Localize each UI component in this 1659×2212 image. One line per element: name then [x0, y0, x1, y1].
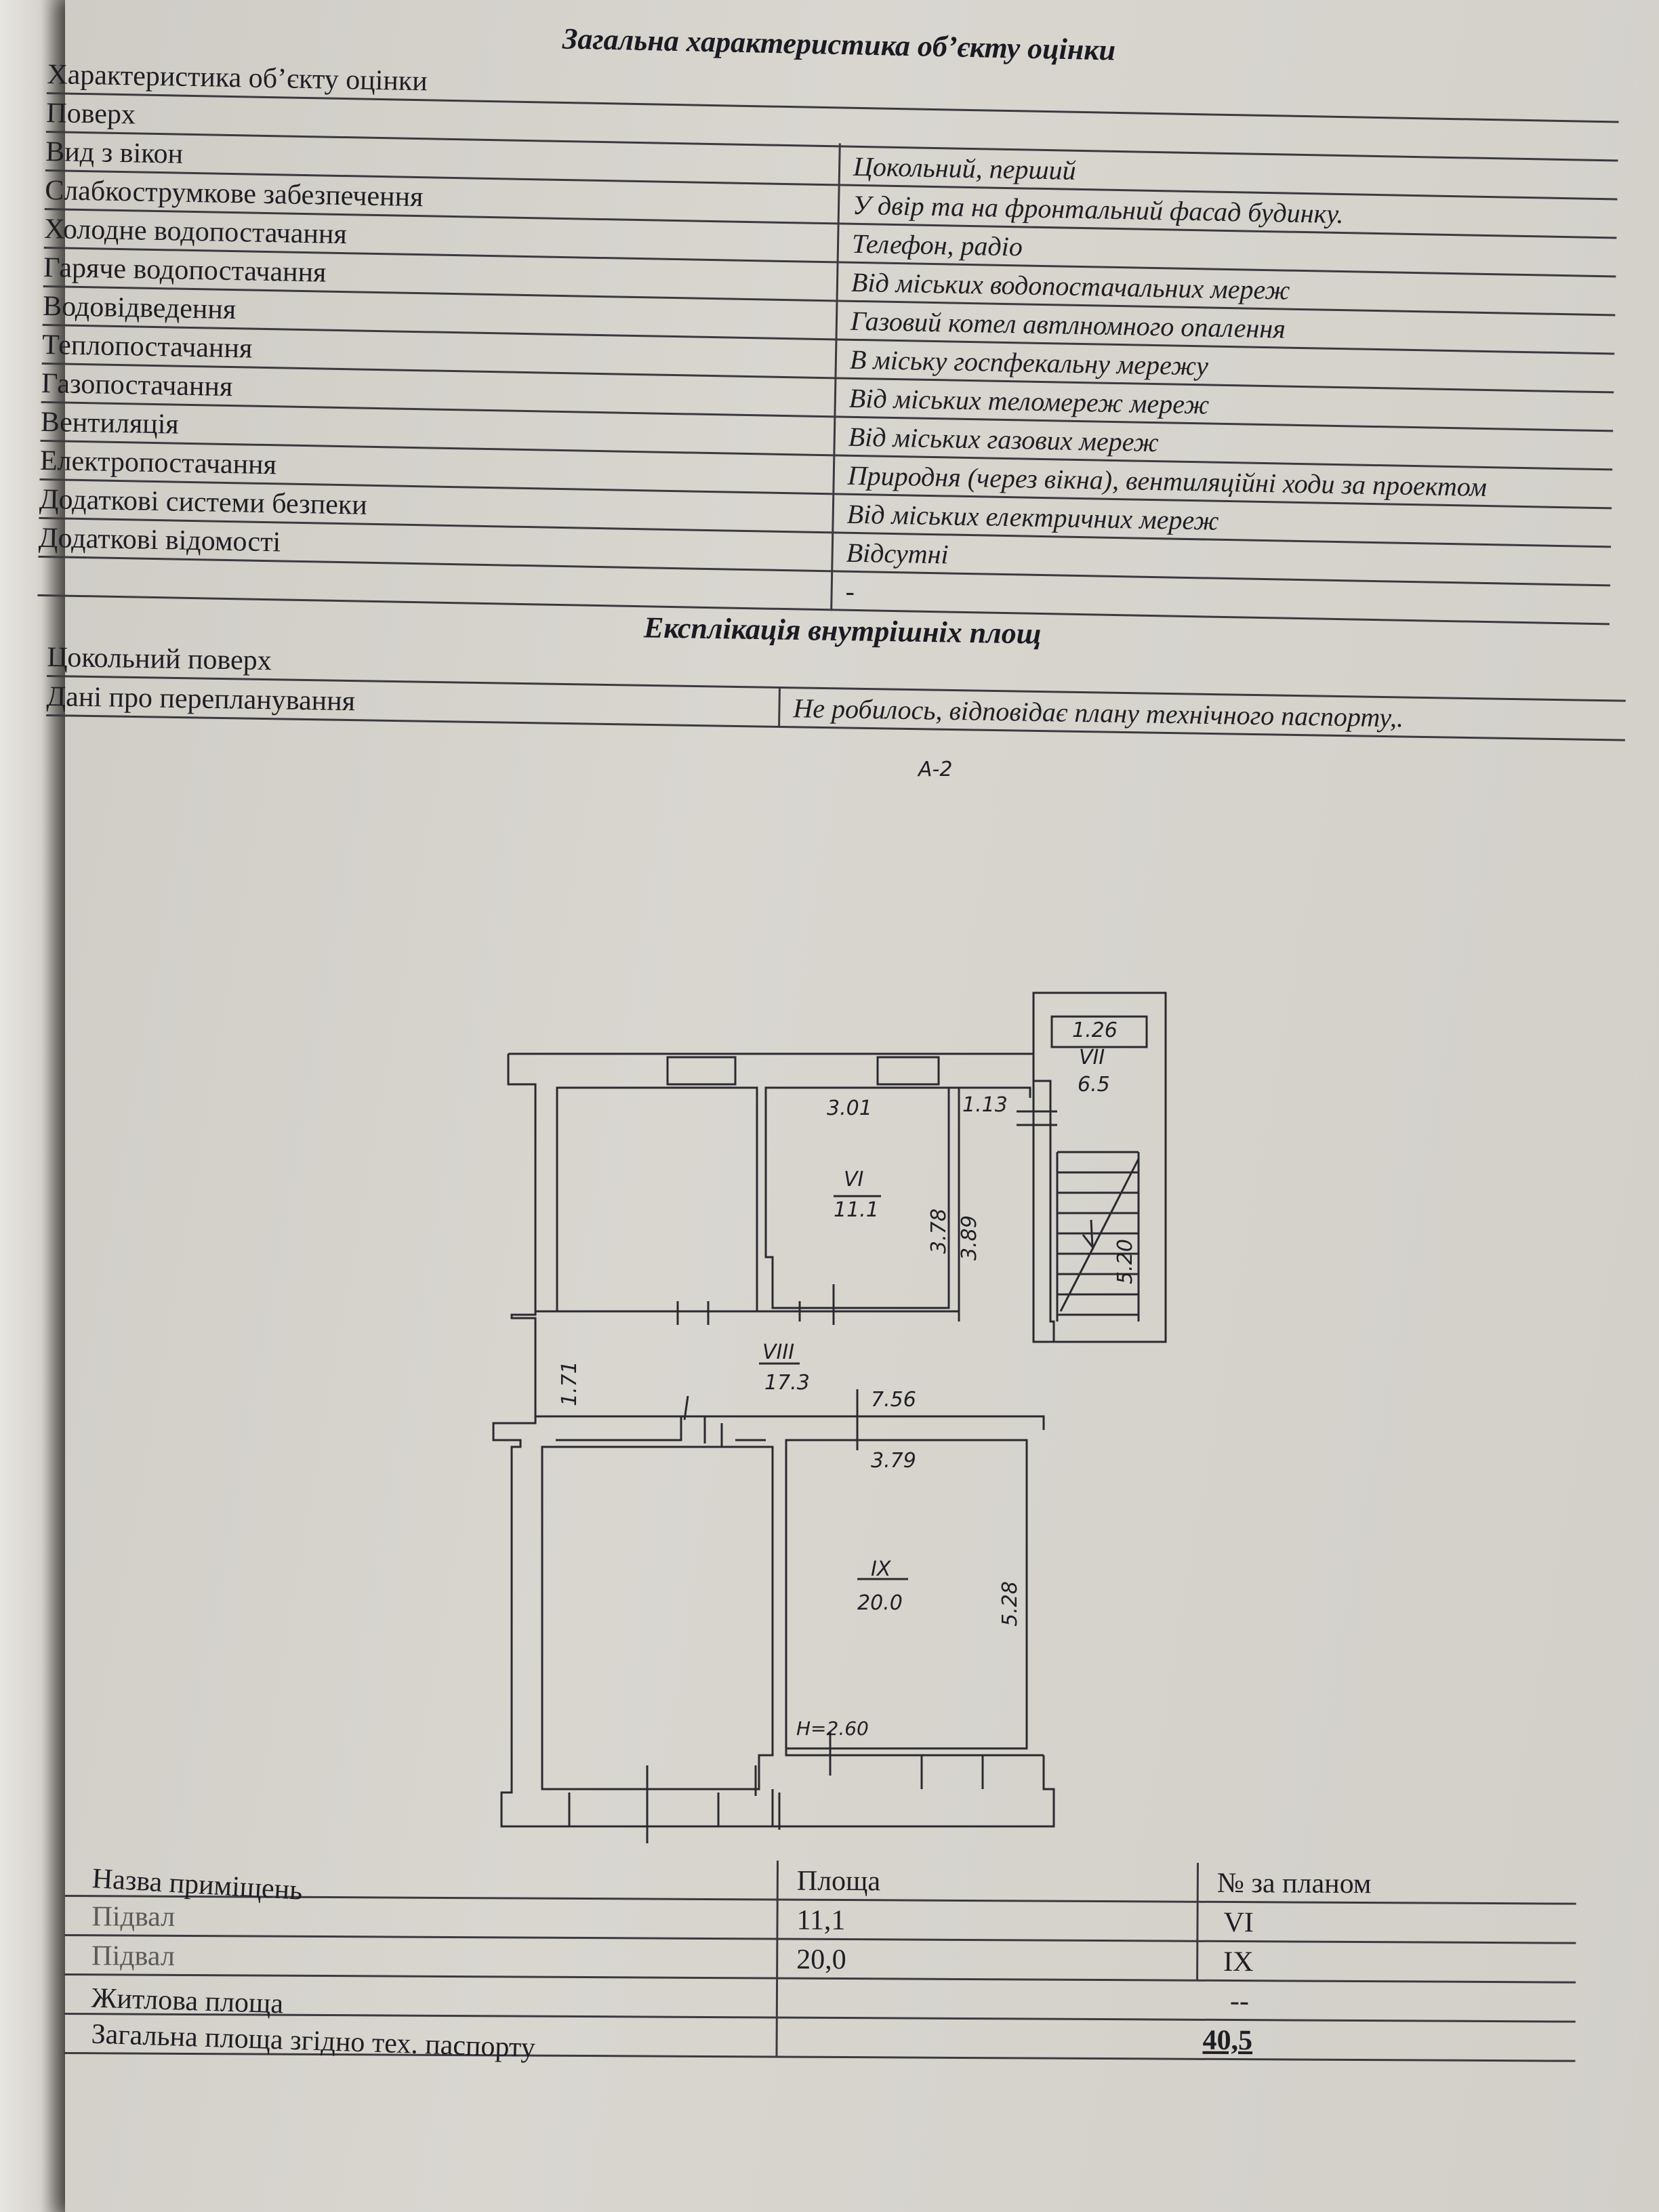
replan-value: Не робилось, відповідає плану технічного…: [793, 693, 1404, 733]
characteristic-value: Газовий котел автлномного опалення: [850, 305, 1286, 344]
row-plan-no: VI: [1223, 1906, 1254, 1939]
row-name: Підвал: [91, 1940, 175, 1972]
characteristic-value: Від міських водопостачальних мереж: [851, 266, 1290, 306]
replan-label: Дані про перепланування: [46, 680, 356, 718]
characteristic-label: Теплопостачання: [41, 329, 253, 365]
row-area: 20,0: [796, 1944, 846, 1976]
characteristic-label: Додаткові системи безпеки: [39, 483, 368, 521]
row-name: Підвал: [91, 1901, 176, 1933]
total-area-value: 40,5: [1202, 2024, 1253, 2057]
characteristic-value: Від міських теломереж мереж: [848, 382, 1210, 420]
characteristic-label: Газопостачання: [41, 367, 233, 403]
characteristic-value: -: [845, 575, 855, 607]
header-area: Площа: [796, 1865, 881, 1898]
characteristic-value: Від міських газових мереж: [848, 421, 1160, 458]
characteristic-label: Додаткові відомості: [38, 522, 281, 558]
characteristic-label: Водовідведення: [42, 290, 237, 326]
section-title-explication: Експлікація внутрішніх площ: [643, 611, 1042, 651]
characteristic-value: Телефон, радіо: [851, 228, 1023, 262]
characteristic-label: Холодне водопостачання: [43, 213, 348, 251]
row-plan-no: IX: [1223, 1946, 1254, 1978]
characteristic-label: Характеристика об’єкту оцінки: [47, 58, 428, 98]
characteristic-label: Вентиляція: [40, 406, 180, 441]
characteristic-value: Відсутні: [846, 537, 949, 570]
characteristic-label: Вид з вікон: [45, 136, 184, 170]
living-area-value: --: [1229, 1986, 1250, 2018]
row-area: 11,1: [796, 1904, 846, 1937]
characteristic-label: Гаряче водопостачання: [43, 251, 327, 289]
underlying-page-edge: [0, 0, 75, 2212]
characteristic-value: У двір та на фронтальний фасад будинку.: [852, 189, 1344, 230]
characteristic-value: Цокольний, перший: [853, 150, 1077, 186]
characteristic-label: Поверх: [45, 97, 136, 131]
total-area-label: Загальна площа згідно тех. паспорту: [91, 2018, 536, 2064]
characteristic-label: Слабкострумкове забезпечення: [44, 174, 424, 213]
characteristic-value: Від міських електричних мереж: [846, 498, 1219, 536]
characteristic-value: В міську госпфекальну мережу: [849, 344, 1209, 382]
header-plan-no: № за планом: [1216, 1867, 1372, 1900]
floor-label: Цокольний поверх: [47, 641, 272, 677]
characteristic-label: Електропостачання: [39, 445, 277, 481]
rooms-table: Назва приміщень Площа № за планом Підвал…: [64, 1857, 1624, 2082]
total-area-row: Загальна площа згідно тех. паспорту 40,5: [64, 2013, 1576, 2064]
